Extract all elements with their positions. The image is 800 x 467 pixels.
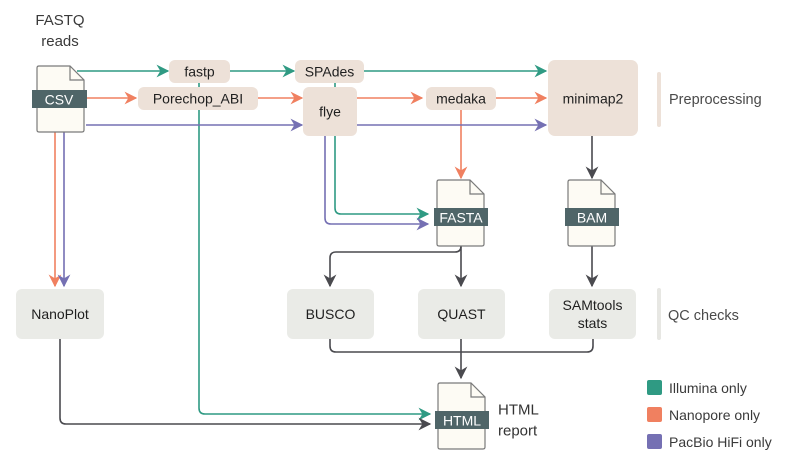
edge-nanoplot-html bbox=[59, 338, 432, 431]
qc-bracket bbox=[657, 288, 661, 340]
legend-label-nanopore: Nanopore only bbox=[669, 407, 760, 423]
legend: Illumina only Nanopore only PacBio HiFi … bbox=[647, 380, 772, 450]
node-flye[interactable]: flye bbox=[303, 87, 357, 136]
node-nanoplot[interactable]: NanoPlot bbox=[16, 289, 104, 339]
node-minimap2-label: minimap2 bbox=[563, 91, 624, 107]
node-samtools-label-line1: SAMtools bbox=[563, 297, 623, 313]
bam-file-icon: BAM bbox=[565, 179, 619, 247]
node-flye-label: flye bbox=[319, 104, 341, 120]
node-fastp-label: fastp bbox=[184, 64, 215, 80]
node-medaka[interactable]: medaka bbox=[426, 87, 496, 110]
node-quast[interactable]: QUAST bbox=[418, 289, 505, 339]
preprocessing-bracket bbox=[657, 72, 661, 127]
node-spades-label: SPAdes bbox=[305, 64, 355, 80]
edge-fastp-html bbox=[198, 82, 432, 421]
html-file-icon: HTML bbox=[435, 382, 489, 450]
legend-swatch-nanopore bbox=[647, 407, 662, 422]
node-spades[interactable]: SPAdes bbox=[295, 60, 364, 83]
node-medaka-label: medaka bbox=[436, 91, 486, 107]
stage-preprocessing-label: Preprocessing bbox=[669, 92, 762, 108]
node-quast-label: QUAST bbox=[437, 306, 486, 322]
legend-item-illumina: Illumina only bbox=[647, 380, 747, 396]
node-samtools-label-line2: stats bbox=[578, 315, 608, 331]
node-nanoplot-label: NanoPlot bbox=[31, 306, 89, 322]
csv-file-label: CSV bbox=[45, 92, 74, 108]
legend-label-illumina: Illumina only bbox=[669, 380, 747, 396]
legend-item-pacbio: PacBio HiFi only bbox=[647, 434, 772, 450]
input-title-line1: FASTQ bbox=[35, 12, 84, 29]
legend-swatch-illumina bbox=[647, 380, 662, 395]
node-busco[interactable]: BUSCO bbox=[287, 289, 374, 339]
fasta-file-icon: FASTA bbox=[434, 179, 488, 247]
stage-qc-label: QC checks bbox=[668, 308, 739, 324]
edge-spades-fasta bbox=[334, 82, 430, 221]
fasta-file-label: FASTA bbox=[439, 210, 483, 226]
legend-label-pacbio: PacBio HiFi only bbox=[669, 434, 772, 450]
csv-file-icon: CSV bbox=[32, 65, 87, 133]
html-file-label: HTML bbox=[443, 413, 481, 429]
node-fastp[interactable]: fastp bbox=[169, 60, 230, 83]
node-porechop-label: Porechop_ABI bbox=[153, 91, 243, 107]
legend-item-nanopore: Nanopore only bbox=[647, 407, 760, 423]
input-title-line2: reads bbox=[41, 33, 79, 50]
bam-file-label: BAM bbox=[577, 210, 607, 226]
report-label-line1: HTML bbox=[498, 402, 539, 419]
node-samtools-stats[interactable]: SAMtools stats bbox=[549, 289, 636, 339]
report-label-line2: report bbox=[498, 423, 538, 440]
node-minimap2[interactable]: minimap2 bbox=[548, 60, 638, 136]
node-porechop[interactable]: Porechop_ABI bbox=[138, 87, 258, 110]
edge-flye-fasta bbox=[324, 136, 430, 231]
node-busco-label: BUSCO bbox=[306, 306, 356, 322]
legend-swatch-pacbio bbox=[647, 434, 662, 449]
